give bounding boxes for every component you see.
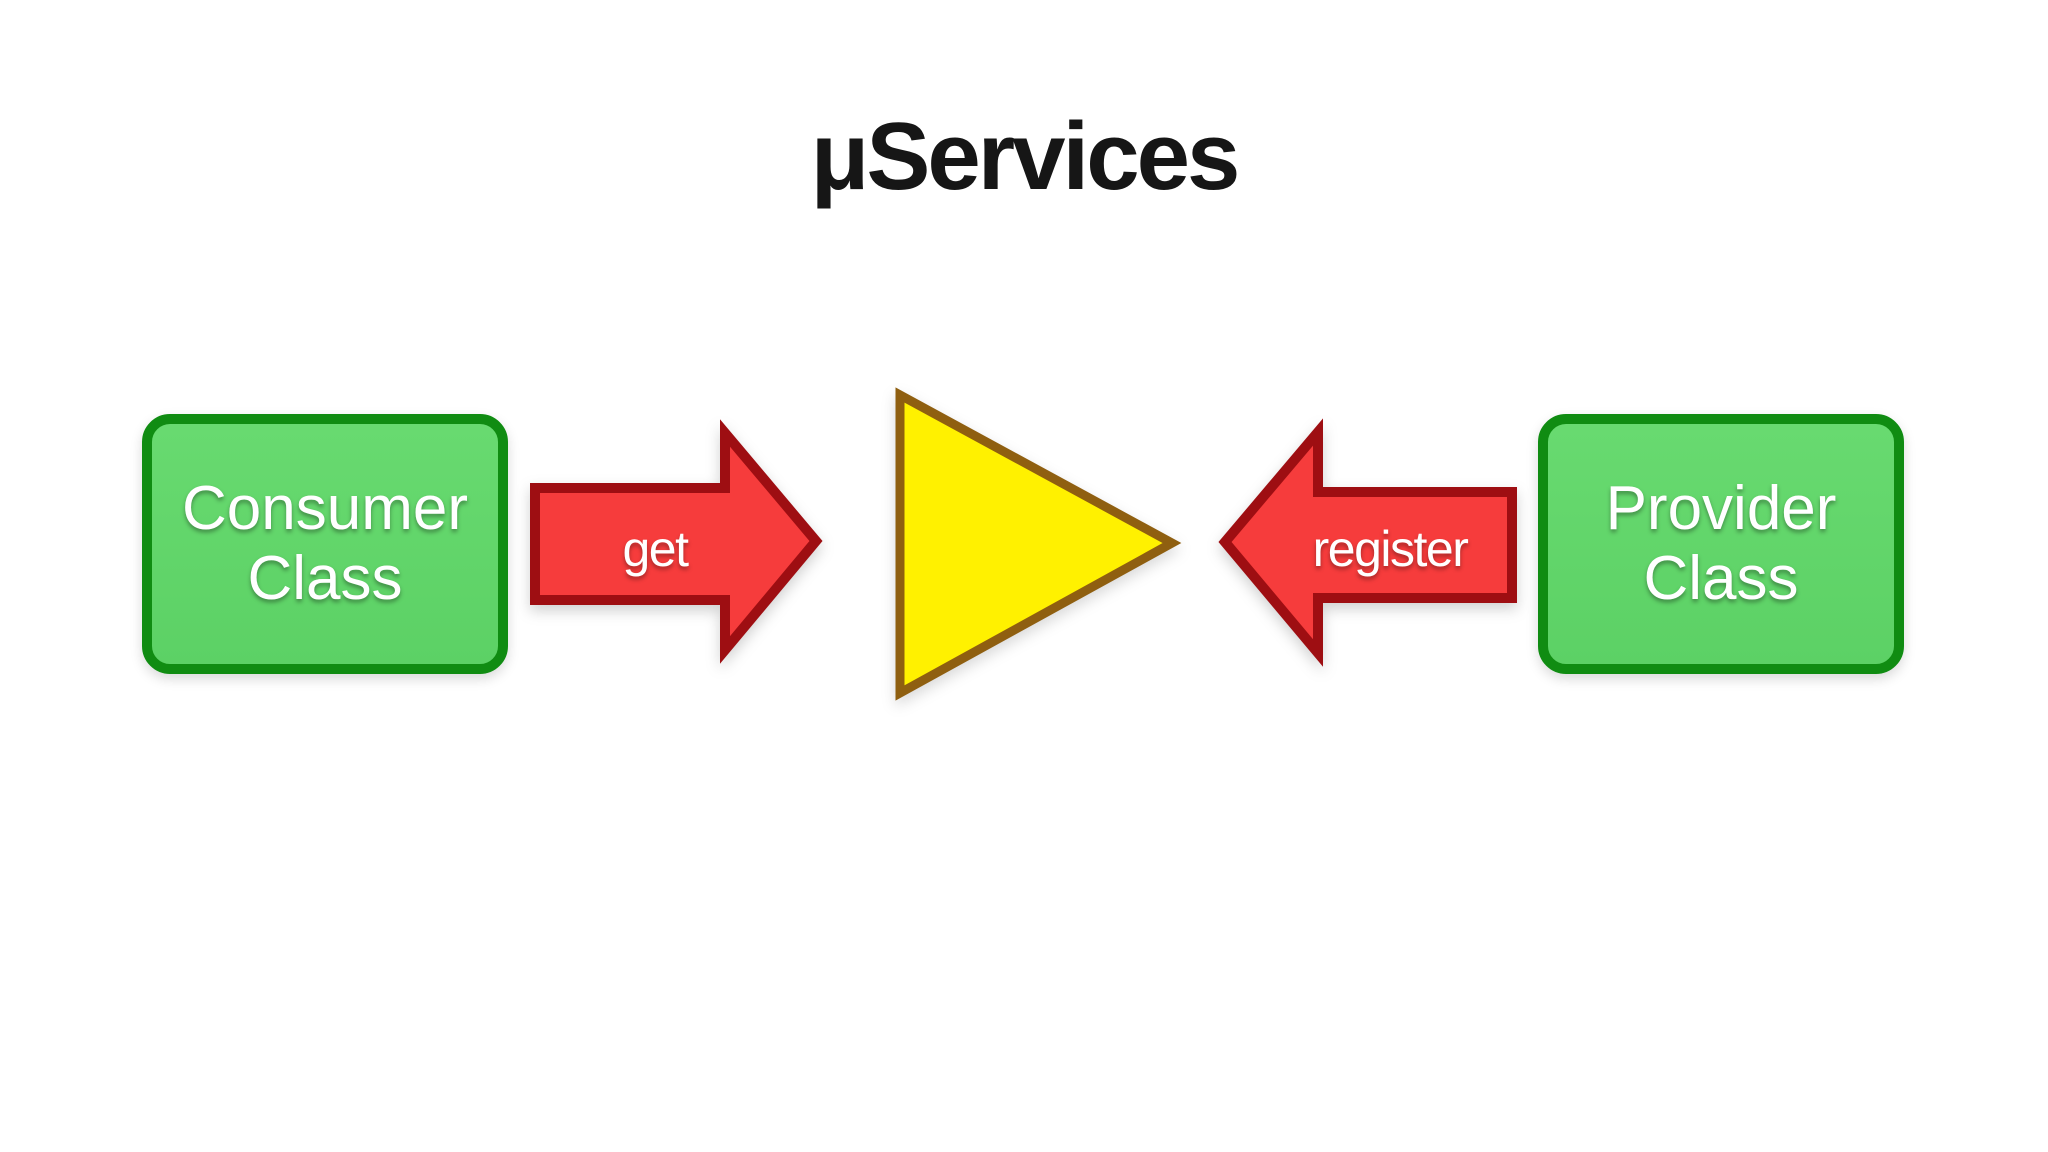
consumer-class-box: Consumer Class	[142, 414, 508, 674]
slide-title: μServices	[810, 103, 1241, 210]
register-arrow-label: register	[1312, 521, 1469, 577]
provider-class-box: Provider Class	[1538, 414, 1904, 674]
consumer-class-label: Consumer Class	[182, 474, 468, 613]
get-arrow-label: get	[622, 521, 689, 577]
provider-class-label: Provider Class	[1605, 474, 1837, 613]
service-triangle-icon	[895, 387, 1182, 701]
